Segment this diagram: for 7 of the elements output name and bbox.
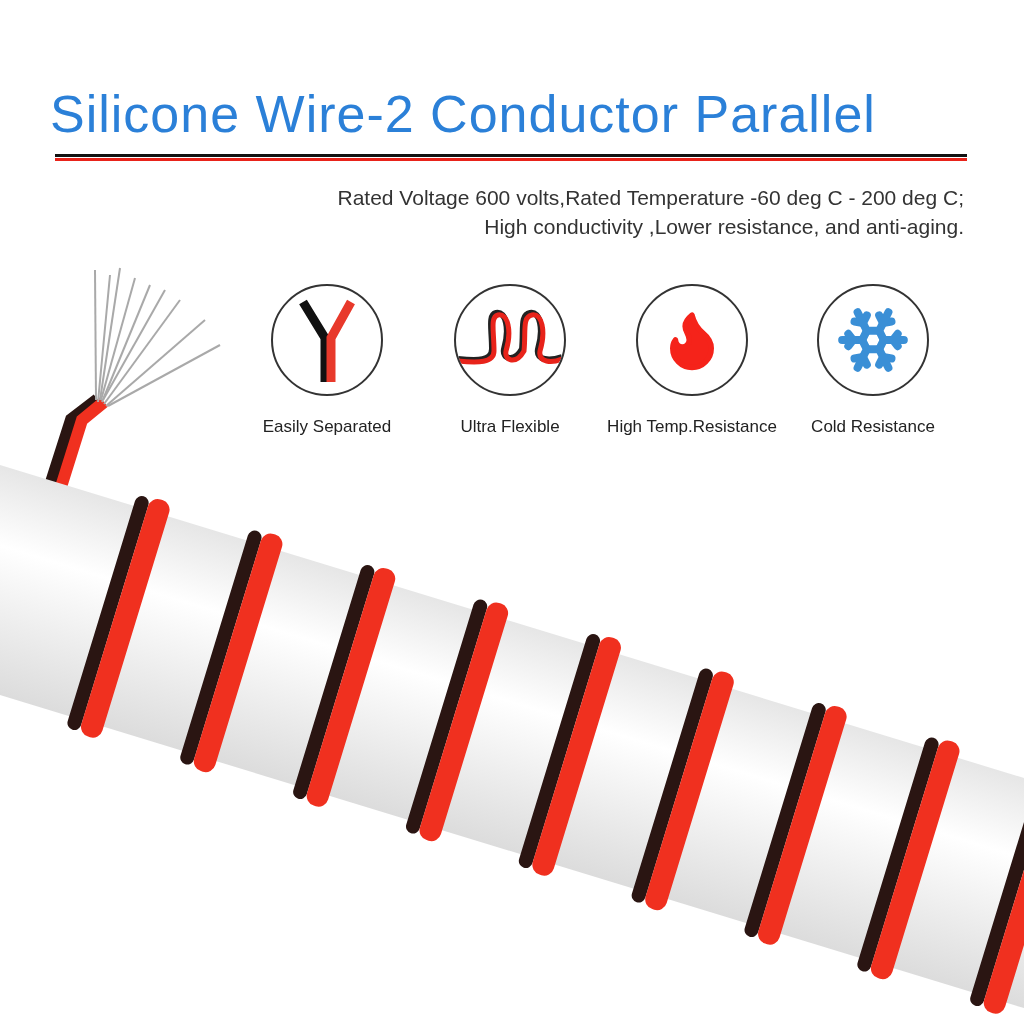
feature-caption: Ultra Flexible [460, 416, 560, 438]
spec-text: Rated Voltage 600 volts,Rated Temperature -60 deg C - 200 deg C; [337, 185, 964, 211]
spec-text: High conductivity ,Lower resistance, and anti-aging. [484, 214, 964, 240]
feature-caption: High Temp.Resistance [607, 416, 777, 438]
feature-caption: Cold Resistance [811, 416, 935, 438]
title: Silicone Wire-2 Conductor Parallel [50, 84, 877, 145]
feature-caption: Easily Separated [262, 416, 392, 438]
